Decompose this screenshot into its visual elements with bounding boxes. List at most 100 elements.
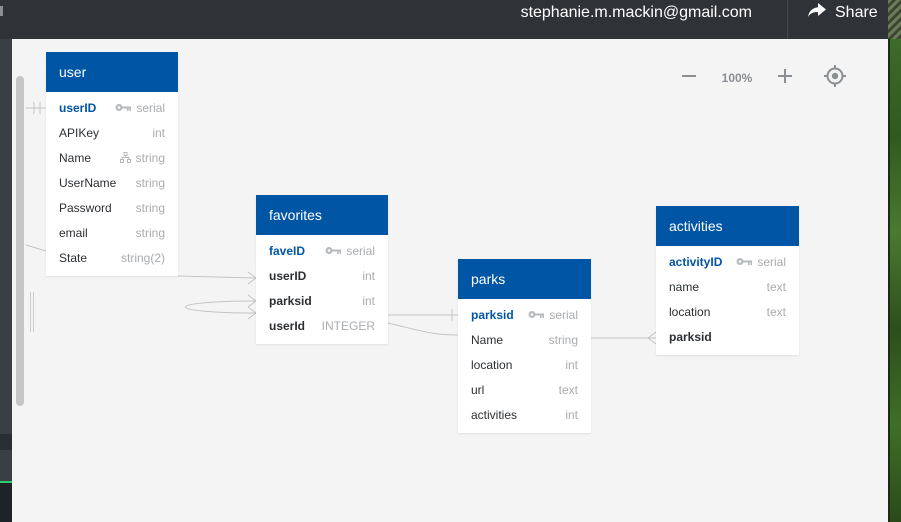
field-type: string (549, 333, 578, 347)
table-header-parks[interactable]: parks (458, 259, 591, 299)
field-type-label: int (565, 357, 578, 372)
field-type-label: string (135, 150, 165, 165)
background-edge (888, 39, 901, 522)
field-row[interactable]: APIKey int (46, 120, 178, 145)
field-type: serial (325, 244, 375, 258)
table-header-activities[interactable]: activities (656, 206, 799, 246)
left-panel-band (0, 434, 12, 450)
field-row[interactable]: parksid int (256, 288, 388, 313)
field-row[interactable]: parksid serial (458, 302, 591, 327)
field-type-label: string (135, 200, 165, 215)
field-name: APIKey (59, 125, 100, 140)
account-email[interactable]: stephanie.m.mackin@gmail.com (520, 4, 752, 21)
field-name: activities (471, 407, 518, 422)
field-type: serial (528, 308, 578, 322)
field-type-label: string(2) (120, 250, 165, 265)
field-row[interactable]: userID serial (46, 95, 178, 120)
field-name: State (59, 250, 88, 265)
table-header-user[interactable]: user (46, 52, 178, 92)
zoom-in-button[interactable] (770, 63, 800, 93)
field-type-label: string (548, 332, 578, 347)
background-edge-top (888, 0, 901, 39)
field-type-label: string (135, 225, 165, 240)
field-type: serial (115, 101, 165, 115)
field-type: int (565, 358, 578, 372)
field-name: name (669, 279, 700, 294)
field-name: parksid (669, 329, 712, 344)
share-divider (787, 0, 788, 39)
crosshair-icon (824, 64, 846, 92)
field-row[interactable]: url text (458, 377, 591, 402)
key-icon (736, 257, 753, 266)
field-type: int (152, 126, 165, 140)
field-name: parksid (471, 307, 514, 322)
share-icon (808, 3, 826, 23)
field-name: Name (471, 332, 504, 347)
key-icon (325, 246, 342, 255)
field-name: userID (269, 268, 307, 283)
field-type-label: INTEGER (321, 318, 375, 333)
share-label: Share (835, 4, 878, 21)
zoom-level: 100% (721, 71, 753, 85)
field-name: UserName (59, 175, 117, 190)
minus-icon (681, 68, 697, 89)
field-name: faveID (269, 243, 306, 258)
field-type: int (362, 294, 375, 308)
field-type-label: serial (136, 100, 165, 115)
key-icon (528, 310, 545, 319)
top-bar: stephanie.m.mackin@gmail.com Share (0, 0, 901, 39)
center-view-button[interactable] (820, 63, 850, 93)
relation-line-favorites-parksid-loop (185, 300, 257, 314)
relation-crow-activities-parksid (647, 331, 657, 345)
field-type: string (136, 201, 165, 215)
field-name: parksid (269, 293, 312, 308)
field-type-label: text (558, 382, 578, 397)
field-row[interactable]: Name string (458, 327, 591, 352)
field-type: int (565, 408, 578, 422)
field-name: activityID (669, 254, 723, 269)
field-type-label: text (766, 304, 786, 319)
field-row[interactable]: State string(2) (46, 245, 178, 270)
field-type: string (119, 150, 165, 165)
field-row[interactable]: faveID serial (256, 238, 388, 263)
field-row[interactable]: parksid (656, 324, 799, 349)
plus-icon (777, 68, 793, 89)
field-name: Name (59, 150, 92, 165)
field-row[interactable]: Name string (46, 145, 178, 170)
field-row[interactable]: name text (656, 274, 799, 299)
field-row[interactable]: activityID serial (656, 249, 799, 274)
resize-handle[interactable] (30, 292, 34, 332)
field-type-label: serial (757, 254, 786, 269)
field-name: url (471, 382, 485, 397)
share-button[interactable]: Share (808, 3, 878, 23)
field-type-label: int (152, 125, 165, 140)
field-name: userID (59, 100, 97, 115)
field-type: text (767, 305, 786, 319)
field-type-label: int (362, 293, 375, 308)
field-type: INTEGER (322, 319, 375, 333)
field-type-label: serial (346, 243, 375, 258)
zoom-out-button[interactable] (674, 63, 704, 93)
relation-line-user-edge (25, 244, 47, 252)
vertical-scrollbar[interactable] (16, 76, 24, 406)
zoom-toolbar: 100% (674, 63, 850, 93)
field-type-label: text (766, 279, 786, 294)
field-row[interactable]: activities int (458, 402, 591, 427)
background-edge-border (888, 39, 890, 522)
table-header-favorites[interactable]: favorites (256, 195, 388, 235)
